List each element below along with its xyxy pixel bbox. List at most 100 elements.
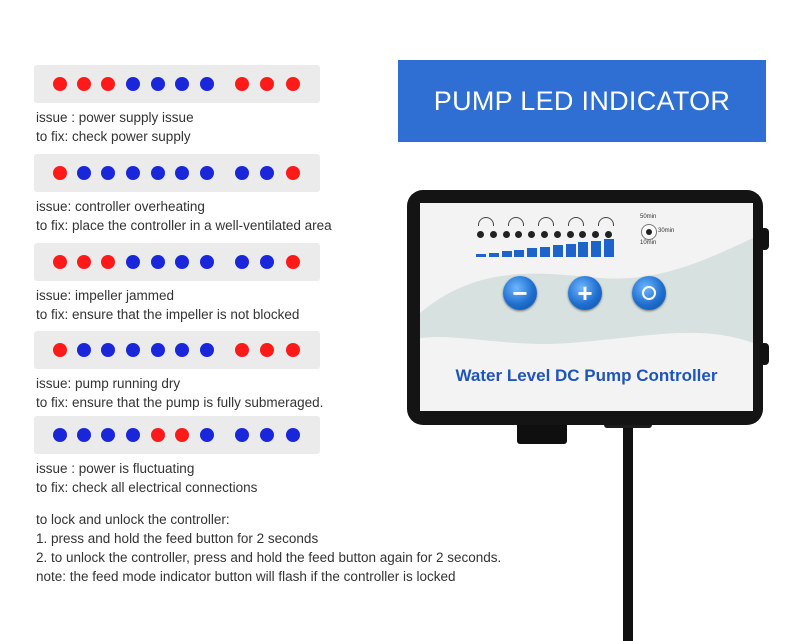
led-red <box>53 166 67 180</box>
led-red <box>175 428 189 442</box>
level-bar <box>578 242 589 257</box>
mode-led <box>477 231 484 238</box>
led-blue <box>200 77 214 91</box>
minus-icon: − <box>512 277 528 308</box>
page-title: PUMP LED INDICATOR <box>398 60 766 142</box>
timer-label-50: 50min <box>640 214 657 220</box>
feed-icon <box>642 286 656 300</box>
lock-step-1: 1. press and hold the feed button for 2 … <box>36 531 319 546</box>
led-pattern-bar <box>34 65 320 103</box>
mode-led <box>489 231 497 238</box>
led-blue <box>175 77 189 91</box>
level-bar <box>604 239 614 257</box>
level-bar <box>476 254 486 257</box>
led-blue <box>101 166 115 180</box>
level-bar <box>552 245 563 257</box>
led-red <box>286 166 300 180</box>
plus-button[interactable]: + <box>568 276 602 310</box>
mode-led <box>502 231 510 238</box>
device-label: Water Level DC Pump Controller <box>455 366 718 385</box>
led-pattern-bar <box>34 243 320 281</box>
led-blue <box>151 166 165 180</box>
led-pattern-bar <box>34 154 320 192</box>
led-red <box>77 77 91 91</box>
issue-text: issue : power supply issue <box>36 110 194 125</box>
mode-arc-icon <box>508 217 524 226</box>
power-cable <box>623 420 633 641</box>
led-blue <box>151 77 165 91</box>
lock-heading: to lock and unlock the controller: <box>36 512 230 527</box>
led-blue <box>200 255 214 269</box>
level-bar <box>527 248 538 257</box>
level-bar <box>591 240 602 257</box>
led-red <box>235 343 249 357</box>
led-red <box>286 77 300 91</box>
led-blue <box>151 343 165 357</box>
led-blue <box>260 166 274 180</box>
level-bar <box>565 243 576 257</box>
led-blue <box>126 343 140 357</box>
led-pattern-bar <box>34 331 320 369</box>
led-red <box>101 255 115 269</box>
led-blue <box>175 166 189 180</box>
mode-led <box>553 231 561 238</box>
side-port-lower <box>760 343 769 365</box>
fix-text: to fix: check all electrical connections <box>36 480 258 495</box>
lock-note: note: the feed mode indicator button wil… <box>36 569 456 584</box>
feed-timer-dial[interactable] <box>641 224 657 240</box>
issue-text: issue : power is fluctuating <box>36 461 195 476</box>
mode-led <box>515 231 523 238</box>
led-red <box>53 343 67 357</box>
mode-arc-icon <box>538 217 554 226</box>
level-bar <box>488 252 499 257</box>
timer-label-30: 30min <box>658 228 675 234</box>
led-blue <box>151 255 165 269</box>
led-blue <box>200 428 214 442</box>
led-blue <box>200 166 214 180</box>
led-red <box>151 428 165 442</box>
led-blue <box>126 428 140 442</box>
side-port-upper <box>760 228 769 250</box>
led-red <box>260 77 274 91</box>
led-red <box>286 343 300 357</box>
led-red <box>101 77 115 91</box>
led-blue <box>260 255 274 269</box>
led-red <box>53 77 67 91</box>
mode-arc-icon <box>478 217 494 226</box>
led-blue <box>101 343 115 357</box>
led-blue <box>235 255 249 269</box>
fix-text: to fix: check power supply <box>36 129 191 144</box>
led-blue <box>235 428 249 442</box>
mode-arc-icon <box>598 217 614 226</box>
level-bar <box>514 249 525 257</box>
level-bar <box>501 251 512 257</box>
led-blue <box>200 343 214 357</box>
mode-led <box>566 231 574 238</box>
minus-button[interactable]: − <box>503 276 537 310</box>
led-red <box>53 255 67 269</box>
led-blue <box>260 428 274 442</box>
feed-button[interactable] <box>632 276 666 310</box>
led-blue <box>77 428 91 442</box>
led-blue <box>286 428 300 442</box>
level-bar <box>540 246 550 257</box>
led-blue <box>126 255 140 269</box>
led-blue <box>235 166 249 180</box>
led-blue <box>175 255 189 269</box>
timer-label-10: 10min <box>640 240 657 246</box>
led-red <box>286 255 300 269</box>
led-blue <box>53 428 67 442</box>
led-red <box>260 343 274 357</box>
lock-step-2: 2. to unlock the controller, press and h… <box>36 550 502 565</box>
mode-led <box>592 231 600 238</box>
led-blue <box>126 166 140 180</box>
led-blue <box>101 428 115 442</box>
mode-led <box>605 231 612 238</box>
led-blue <box>77 343 91 357</box>
led-red <box>77 255 91 269</box>
mode-led <box>541 231 548 238</box>
issue-text: issue: controller overheating <box>36 199 205 214</box>
plus-icon: + <box>577 277 593 308</box>
mode-led <box>579 231 587 238</box>
fix-text: to fix: ensure that the impeller is not … <box>36 307 300 322</box>
